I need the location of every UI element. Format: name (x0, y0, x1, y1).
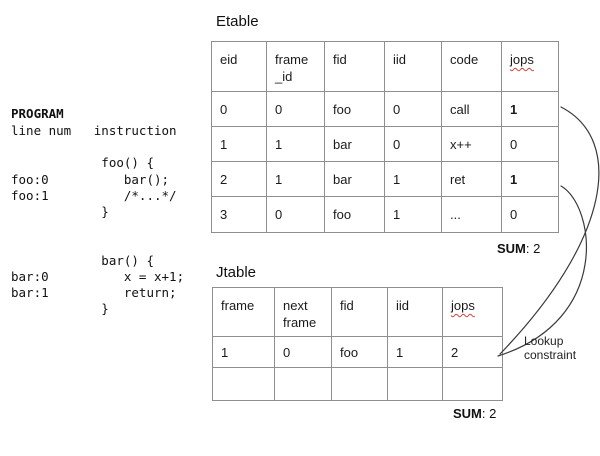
etable-cell: 1 (385, 162, 442, 197)
etable-cell: 0 (267, 92, 325, 127)
jtable-sum-label: SUM (453, 406, 482, 421)
etable-header-code: code (442, 42, 502, 92)
jtable-header-jops-label: jops (451, 298, 475, 313)
etable-cell: call (442, 92, 502, 127)
etable-cell: 0 (385, 127, 442, 162)
etable-header-frame-id: frame _id (267, 42, 325, 92)
etable-cell-jops: 0 (510, 207, 518, 222)
etable-sum-label: SUM (497, 241, 526, 256)
etable-title: Etable (216, 13, 259, 30)
program-listing: line num instruction foo() { foo:0 bar()… (11, 123, 185, 317)
jtable-header-jops: jops (443, 288, 502, 337)
etable-header-fid: fid (325, 42, 385, 92)
jtable-header-frame: frame (213, 288, 275, 337)
jtable-cell (388, 368, 443, 400)
etable-header-iid: iid (385, 42, 442, 92)
etable-cell: 3 (212, 197, 267, 232)
etable-sum: SUM: 2 (497, 241, 540, 256)
etable-cell: 1 (267, 127, 325, 162)
jtable-cell: 1 (213, 337, 275, 368)
jtable-cell (275, 368, 332, 400)
jtable-cell (332, 368, 388, 400)
etable: eid frame _id fid iid code jops 0 0 foo … (211, 41, 559, 233)
jtable-cell-jops: 2 (443, 337, 502, 368)
jtable-cell: foo (332, 337, 388, 368)
etable-cell: x++ (442, 127, 502, 162)
etable-sum-value: : 2 (525, 241, 541, 256)
etable-cell: 1 (212, 127, 267, 162)
program-title: PROGRAM (11, 106, 64, 121)
etable-header-jops: jops (502, 42, 558, 92)
etable-cell: ret (442, 162, 502, 197)
etable-cell-jops: 1 (502, 92, 558, 127)
etable-cell-jops: 0 (502, 127, 558, 162)
jtable-cell: 0 (275, 337, 332, 368)
jtable-sum: SUM: 2 (453, 406, 496, 421)
etable-cell: 1 (385, 197, 442, 232)
etable-cell: foo (325, 92, 385, 127)
etable-cell-jops: 1 (502, 162, 558, 197)
jtable-cell-jops (443, 368, 502, 400)
jtable-header-fid: fid (332, 288, 388, 337)
jtable-cell: 1 (388, 337, 443, 368)
etable-cell: foo (325, 197, 385, 232)
etable-cell: 1 (267, 162, 325, 197)
etable-cell: ... (442, 197, 502, 232)
jtable-sum-value: : 2 (481, 406, 497, 421)
etable-cell: bar (325, 127, 385, 162)
etable-cell: 0 (212, 92, 267, 127)
etable-header-jops-label: jops (510, 52, 534, 67)
lookup-constraint-label: Lookup constraint (524, 334, 577, 362)
jtable-cell (213, 368, 275, 400)
etable-cell: 0 (267, 197, 325, 232)
jtable-header-iid: iid (388, 288, 443, 337)
jtable: frame next frame fid iid jops 1 0 foo 1 … (212, 287, 503, 401)
jtable-title: Jtable (216, 264, 257, 281)
etable-cell: bar (325, 162, 385, 197)
jtable-header-next-frame: next frame (275, 288, 332, 337)
etable-cell: 2 (212, 162, 267, 197)
etable-cell: 0 (385, 92, 442, 127)
etable-header-eid: eid (212, 42, 267, 92)
